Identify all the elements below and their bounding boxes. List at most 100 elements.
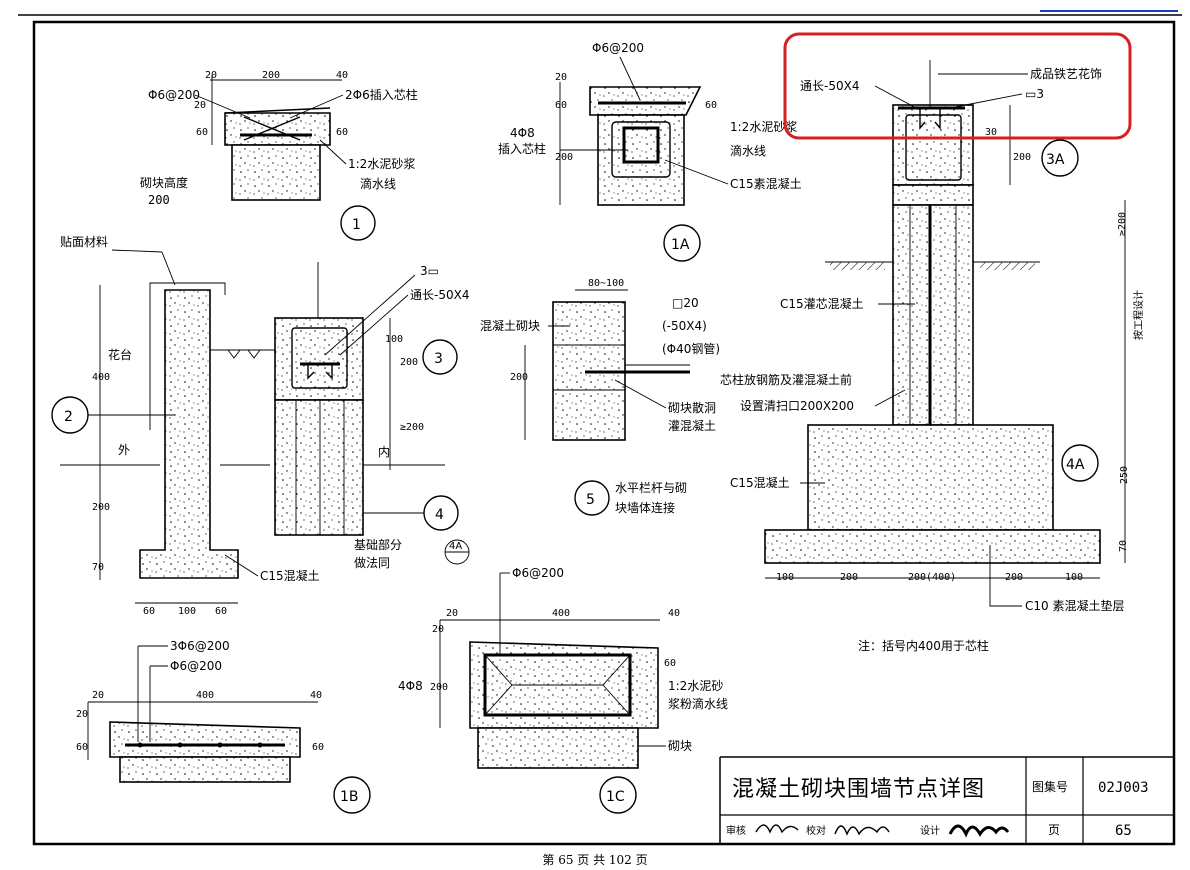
label-1A-core2: 插入芯柱 <box>498 141 546 156</box>
dim-1-c: 40 <box>336 70 348 81</box>
dim-1C-c: 40 <box>668 608 680 619</box>
caption-5-line1: 水平栏杆与砌 <box>615 480 687 495</box>
dim-1C-d: 20 <box>432 624 444 635</box>
label-1B-rebar2: Φ6@200 <box>170 659 222 673</box>
label-4A-pad: C10 素混凝土垫层 <box>1025 598 1124 613</box>
label-1-block-height-value: 200 <box>148 193 170 207</box>
dim-4A-v1: ≥200 <box>1117 212 1128 236</box>
label-4A-note2: 设置清扫口200X200 <box>740 399 854 413</box>
label-2-concrete: C15混凝土 <box>260 568 320 583</box>
review-signature <box>755 824 799 834</box>
detail-1C: 20 400 40 20 200 60 Φ6@200 4Φ8 1:2水泥砂 浆粉… <box>398 566 728 814</box>
detail-5: 80~100 200 混凝土砌块 □20 (-50X4) (Φ40钢管) 砌块散… <box>480 278 720 516</box>
dim-1-b: 200 <box>262 70 280 81</box>
label-4A-note1: 芯柱放钢筋及灌混凝土前 <box>720 372 852 387</box>
dim-5-a: 80~100 <box>588 278 624 289</box>
dim-1A-b: 60 <box>555 100 567 111</box>
coping-1B <box>109 721 301 758</box>
detail-1: 20 200 40 20 60 60 Φ6@200 2Φ6插入芯柱 1:2水泥砂… <box>140 70 418 241</box>
dim-3-a: 100 <box>385 334 403 345</box>
dim-4: ≥200 <box>400 422 424 433</box>
detail-3-4: 3▭ 通长-50X4 100 200 内 ≥200 3 4 基础部分 做法同 4… <box>225 262 469 570</box>
dim-1C-e: 200 <box>430 682 448 693</box>
ref-4A: 4A <box>449 541 462 552</box>
dim-1B-c: 40 <box>310 690 322 701</box>
dim-1A-a: 20 <box>555 72 567 83</box>
caption-5-line2: 块墙体连接 <box>615 500 675 515</box>
page-number: 65 <box>1115 823 1132 839</box>
label-1C-core: 4Φ8 <box>398 679 423 693</box>
block-1C <box>477 727 639 769</box>
check-signature <box>834 825 890 836</box>
label-5-fill1: 砌块散洞 <box>668 400 716 415</box>
dim-1B-d: 20 <box>76 709 88 720</box>
label-1A-core: 4Φ8 <box>510 126 535 140</box>
dim-1C-a: 20 <box>446 608 458 619</box>
dim-4A-v2: 250 <box>1119 466 1130 484</box>
dim-1B-b: 400 <box>196 690 214 701</box>
dim-1-d: 20 <box>194 100 206 111</box>
detail-1B: 20 400 40 20 60 60 3Φ6@200 Φ6@200 1B <box>76 639 371 814</box>
dim-4A-h5: 100 <box>1065 572 1083 583</box>
pad-4A <box>764 529 1101 564</box>
label-2-coping: 花台 <box>108 347 132 362</box>
drawing-title: 混凝土砌块围墙节点详图 <box>732 777 985 802</box>
coping-1A <box>589 86 702 116</box>
drawing-border <box>32 20 1176 846</box>
drawing-note: 注：括号内400用于芯柱 <box>858 638 989 653</box>
label-1-mortar: 1:2水泥砂浆 <box>348 156 415 171</box>
signoff-check: 校对 <box>806 824 826 837</box>
dim-1-e: 60 <box>196 127 208 138</box>
detail-drawing-sheet: 20 200 40 20 60 60 Φ6@200 2Φ6插入芯柱 1:2水泥砂… <box>18 14 1182 846</box>
dim-1B-f: 60 <box>312 742 324 753</box>
detail-id-3A: 3A <box>1046 152 1065 168</box>
label-4-inside: 内 <box>378 445 390 459</box>
detail-id-1: 1 <box>352 217 361 233</box>
label-5-tube3: (Φ40钢管) <box>662 341 720 356</box>
dim-4A-h4: 200 <box>1005 572 1023 583</box>
signoff-review: 审核 <box>726 824 746 837</box>
dim-3A-a: 30 <box>985 127 997 138</box>
block-1B <box>119 756 291 783</box>
dim-4A-h2: 200 <box>840 572 858 583</box>
rebar-cage-1C <box>483 653 632 717</box>
label-1-drip: 滴水线 <box>360 176 396 191</box>
detail-id-3: 3 <box>434 351 443 367</box>
block-3 <box>274 317 364 401</box>
dim-1B-a: 20 <box>92 690 104 701</box>
detail-marker-4A <box>1061 444 1099 482</box>
dim-2-h2: 100 <box>178 606 196 617</box>
detail-marker-1B <box>333 776 371 814</box>
label-3A-bar: 通长-50X4 <box>800 79 859 93</box>
page-footer: 第 65 页 共 102 页 <box>542 853 648 867</box>
label-1A-mortar: 1:2水泥砂浆 <box>730 119 797 134</box>
detail-marker-1C <box>599 776 637 814</box>
label-1B-rebar1: 3Φ6@200 <box>170 639 230 653</box>
label-1A-concrete: C15素混凝土 <box>730 176 802 191</box>
label-4A-core-concrete: C15灌芯混凝土 <box>780 296 864 311</box>
dim-2-v3: 70 <box>92 562 104 573</box>
dim-1-a: 20 <box>205 70 217 81</box>
detail-id-4: 4 <box>435 507 444 523</box>
label-1A-drip: 滴水线 <box>730 143 766 158</box>
detail-2: 贴面材料 花台 外 400 200 70 60 100 60 C15混凝土 2 <box>51 235 320 617</box>
label-1A-rebar: Φ6@200 <box>592 41 644 55</box>
dim-1A-c: 60 <box>705 100 717 111</box>
dim-2-h1: 60 <box>143 606 155 617</box>
detail-marker-1A <box>663 224 701 262</box>
label-1C-rebar: Φ6@200 <box>512 566 564 580</box>
label-3A-steel: ▭3 <box>1025 87 1044 101</box>
detail-id-4A: 4A <box>1066 457 1085 473</box>
dim-2-v2: 200 <box>92 502 110 513</box>
label-4A-concrete: C15混凝土 <box>730 475 790 490</box>
detail-id-1C: 1C <box>606 789 625 805</box>
label-2-finish: 贴面材料 <box>60 235 108 249</box>
detail-id-1B: 1B <box>340 789 359 805</box>
dim-2-h3: 60 <box>215 606 227 617</box>
signoff-design: 设计 <box>920 824 940 837</box>
dim-1A-d: 200 <box>555 152 573 163</box>
design-signature <box>948 824 1010 838</box>
dim-3A-b: 200 <box>1013 152 1031 163</box>
detail-marker-1 <box>340 205 376 241</box>
column-4A <box>892 204 974 426</box>
